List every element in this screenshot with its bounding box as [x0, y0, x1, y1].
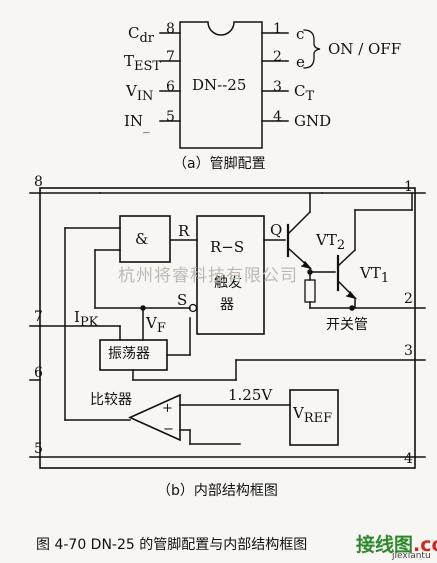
pin-label-gnd: GND	[294, 112, 332, 130]
site-logo: 接线图.com	[356, 534, 437, 556]
pin-label-cdr: Cdr	[128, 24, 155, 46]
block-pin-6: 6	[34, 365, 43, 381]
figure-caption: 图 4-70 DN-25 的管脚配置与内部结构框图	[36, 537, 308, 553]
and-gate	[119, 215, 171, 263]
caption-a: （a）管脚配置	[173, 156, 266, 172]
vt2-transistor	[286, 192, 313, 270]
vt2-label: VT2	[316, 231, 346, 253]
pin-label-vin: VIN	[126, 82, 154, 104]
comparator-plus: +	[162, 401, 173, 416]
watermark: 杭州将睿科技有限公司	[118, 266, 298, 286]
comparator-label: 比较器	[90, 392, 132, 408]
block-pin-1: 1	[404, 179, 413, 195]
oscillator-label: 振荡器	[108, 346, 150, 362]
pin-label-ct: CT	[294, 82, 315, 104]
site-logo-sub: jiexiantu	[392, 551, 431, 561]
flipflop-sub-2: 器	[220, 297, 234, 313]
on-off-bracket	[303, 29, 321, 69]
pin-number-3: 3	[273, 79, 282, 95]
pin-label-c: c	[296, 25, 305, 43]
comparator-triangle	[128, 393, 181, 442]
block-pin-2: 2	[404, 291, 413, 307]
flipflop-title: R−S	[210, 238, 245, 256]
pin-number-2: 2	[273, 49, 282, 65]
pin-label-in: IN_	[124, 112, 150, 134]
vref-label: VREF	[293, 404, 333, 426]
flipflop-r-label: R	[178, 222, 190, 240]
on-off-label: ON / OFF	[328, 40, 402, 58]
flipflop-q-label: Q	[270, 221, 283, 239]
block-pin-3: 3	[404, 343, 413, 359]
flipflop-sub-1: 触发	[214, 275, 242, 291]
chip-outline	[39, 187, 416, 469]
pin-number-6: 6	[166, 79, 175, 95]
comparator-minus: −	[163, 422, 174, 437]
pin-number-1: 1	[273, 21, 282, 37]
flipflop-s-label: S	[177, 291, 188, 309]
chip-package	[159, 21, 289, 149]
pin-label-test: TEST	[124, 52, 162, 74]
and-gate-symbol: &	[135, 230, 149, 248]
pin-number-7: 7	[166, 49, 175, 65]
block-pin-5: 5	[34, 441, 43, 457]
pin-number-5: 5	[166, 109, 175, 125]
pin-number-8: 8	[166, 21, 175, 37]
s-inverter-bubble	[188, 303, 198, 313]
vt1-transistor	[336, 192, 413, 300]
pin-number-4: 4	[273, 109, 282, 125]
vref-block	[289, 389, 339, 446]
base-resistor	[304, 279, 316, 303]
block-pin-8: 8	[34, 174, 43, 190]
ipk-label: IPK	[74, 308, 99, 330]
vt1-label: VT1	[360, 264, 390, 286]
block-pin-7: 7	[34, 309, 43, 325]
block-pin-4: 4	[404, 451, 413, 467]
pin-label-e: e	[296, 53, 305, 71]
ref-voltage-label: 1.25V	[228, 386, 273, 404]
chip-name: DN--25	[192, 76, 247, 94]
vf-label: VF	[146, 314, 166, 336]
switch-label: 开关管	[326, 317, 368, 333]
caption-b: （b）内部结构框图	[157, 483, 278, 499]
rs-flipflop	[196, 215, 265, 335]
